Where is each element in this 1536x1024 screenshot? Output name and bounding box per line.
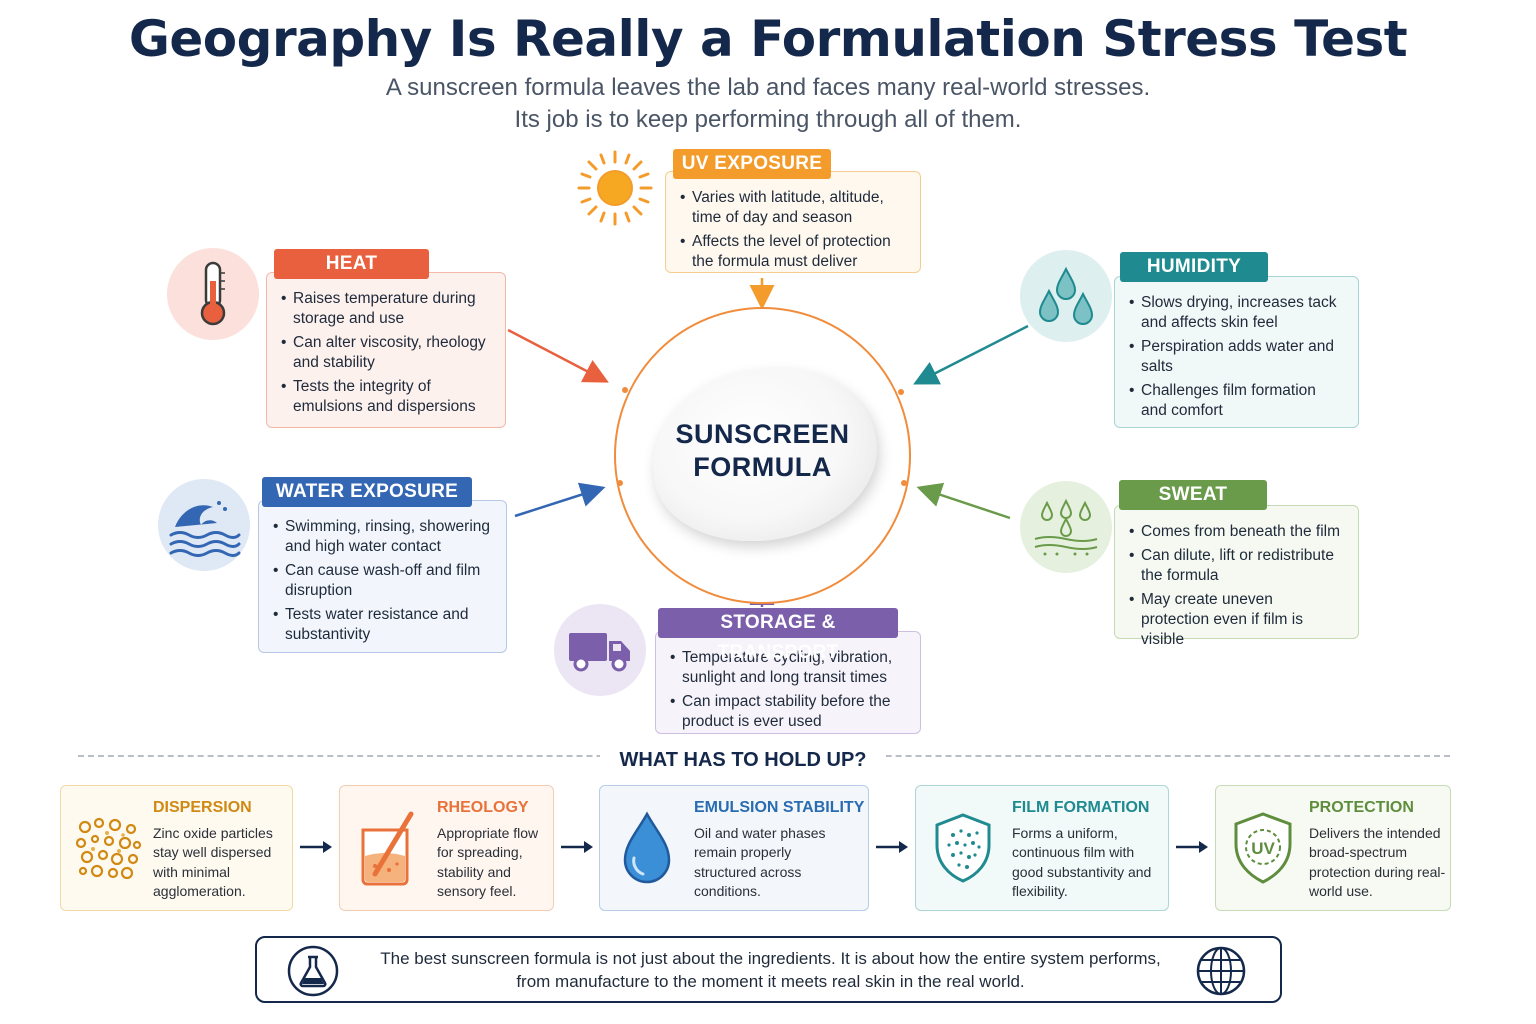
center-label-line-2: FORMULA bbox=[693, 452, 832, 482]
heat-item-3: Tests the integrity of emulsions and dis… bbox=[281, 377, 491, 417]
thermometer-icon-circle bbox=[167, 248, 259, 340]
particles-icon bbox=[69, 800, 147, 896]
water-item-2: Can cause wash-off and film disruption bbox=[273, 561, 492, 601]
water-exposure-label: WATER EXPOSURE bbox=[262, 477, 472, 507]
storage-item-2: Can impact stability before the product … bbox=[670, 692, 906, 732]
wave-icon-circle bbox=[158, 479, 250, 571]
footer-callout: The best sunscreen formula is not just a… bbox=[255, 936, 1282, 1003]
truck-icon-circle bbox=[554, 604, 646, 696]
step-protection-title: PROTECTION bbox=[1309, 799, 1414, 816]
humidity-item-2: Perspiration adds water and salts bbox=[1129, 337, 1344, 377]
beaker-icon bbox=[348, 800, 426, 896]
step-rheology: RHEOLOGY Appropriate flow for spreading,… bbox=[339, 785, 554, 911]
water-arrow bbox=[514, 482, 606, 518]
step-emulsion-title: EMULSION STABILITY bbox=[694, 799, 865, 816]
page-title: Geography Is Really a Formulation Stress… bbox=[128, 10, 1408, 68]
humidity-box: Slows drying, increases tack and affects… bbox=[1114, 276, 1359, 428]
sweat-item-1: Comes from beneath the film bbox=[1129, 522, 1344, 542]
droplets-icon bbox=[1038, 266, 1094, 325]
center-label: SUNSCREEN FORMULA bbox=[614, 418, 911, 484]
humidity-arrow bbox=[913, 324, 1029, 385]
step-dispersion: DISPERSION Zinc oxide particles stay wel… bbox=[60, 785, 293, 911]
footer-line-2: from manufacture to the moment it meets … bbox=[516, 972, 1025, 991]
step-dispersion-title: DISPERSION bbox=[153, 799, 252, 816]
truck-icon bbox=[569, 633, 630, 672]
step-rheology-text: Appropriate flow for spreading, stabilit… bbox=[437, 825, 539, 899]
step-film-formation: FILM FORMATION Forms a uniform, continuo… bbox=[915, 785, 1169, 911]
uv-exposure-box: Varies with latitude, altitude, time of … bbox=[665, 171, 921, 273]
storage-transport-label: STORAGE & TRANSPORT bbox=[658, 608, 898, 663]
storage-item-1: Temperature cycling, vibration, sunlight… bbox=[670, 648, 906, 688]
step-arrow-3 bbox=[876, 841, 908, 853]
thermometer-icon bbox=[200, 261, 226, 326]
uv-badge-text: UV bbox=[1251, 839, 1275, 858]
footer-text: The best sunscreen formula is not just a… bbox=[347, 947, 1194, 993]
sweat-item-2: Can dilute, lift or redistribute the for… bbox=[1129, 546, 1344, 586]
center-label-line-1: SUNSCREEN bbox=[675, 419, 850, 449]
water-item-3: Tests water resistance and substantivity bbox=[273, 605, 492, 645]
sweat-box: Comes from beneath the film Can dilute, … bbox=[1114, 505, 1359, 648]
heat-item-1: Raises temperature during storage and us… bbox=[281, 289, 491, 329]
sweat-item-3: May create uneven protection even if fil… bbox=[1129, 590, 1344, 650]
sun-icon bbox=[575, 148, 655, 228]
step-rheology-title: RHEOLOGY bbox=[437, 799, 529, 816]
step-protection: UV PROTECTION Delivers the intended broa… bbox=[1215, 785, 1451, 911]
step-emulsion-stability: EMULSION STABILITY Oil and water phases … bbox=[599, 785, 869, 911]
step-film-text: Forms a uniform, continuous film with go… bbox=[1012, 825, 1152, 899]
water-exposure-box: Swimming, rinsing, showering and high wa… bbox=[258, 500, 507, 653]
step-emulsion-text: Oil and water phases remain properly str… bbox=[694, 825, 826, 899]
wave-icon bbox=[169, 501, 241, 557]
step-protection-text: Delivers the intended broad-spectrum pro… bbox=[1309, 825, 1446, 899]
sweat-arrow bbox=[916, 482, 1011, 520]
droplets-icon-circle bbox=[1020, 250, 1112, 342]
uv-item-1: Varies with latitude, altitude, time of … bbox=[680, 188, 906, 228]
storage-transport-box: Temperature cycling, vibration, sunlight… bbox=[655, 631, 921, 734]
heat-label: HEAT bbox=[274, 249, 429, 279]
uv-item-2: Affects the level of protection the form… bbox=[680, 232, 906, 272]
flask-icon bbox=[287, 945, 339, 997]
globe-icon bbox=[1196, 946, 1246, 996]
humidity-label: HUMIDITY bbox=[1120, 252, 1268, 282]
sweat-label: SWEAT bbox=[1119, 480, 1267, 510]
water-item-1: Swimming, rinsing, showering and high wa… bbox=[273, 517, 492, 557]
sweat-icon-circle bbox=[1020, 481, 1112, 573]
uv-exposure-label: UV EXPOSURE bbox=[673, 149, 831, 179]
subtitle-line-2: Its job is to keep performing through al… bbox=[514, 106, 1022, 133]
humidity-item-1: Slows drying, increases tack and affects… bbox=[1129, 293, 1344, 333]
heat-arrow bbox=[507, 328, 609, 383]
heat-item-2: Can alter viscosity, rheology and stabil… bbox=[281, 333, 491, 373]
step-arrow-1 bbox=[300, 841, 332, 853]
heat-box: Raises temperature during storage and us… bbox=[266, 272, 506, 428]
step-arrow-4 bbox=[1176, 841, 1208, 853]
subtitle-line-1: A sunscreen formula leaves the lab and f… bbox=[385, 74, 1151, 101]
step-arrow-2 bbox=[561, 841, 593, 853]
uv-shield-icon: UV bbox=[1224, 800, 1302, 896]
footer-line-1: The best sunscreen formula is not just a… bbox=[380, 949, 1161, 968]
step-film-title: FILM FORMATION bbox=[1012, 799, 1150, 816]
humidity-item-3: Challenges film formation and comfort bbox=[1129, 381, 1344, 421]
hold-up-title: WHAT HAS TO HOLD UP? bbox=[600, 749, 886, 772]
water-drop-icon bbox=[608, 800, 686, 896]
shield-icon bbox=[924, 800, 1002, 896]
step-dispersion-text: Zinc oxide particles stay well dispersed… bbox=[153, 825, 273, 899]
sweat-icon bbox=[1034, 498, 1098, 556]
